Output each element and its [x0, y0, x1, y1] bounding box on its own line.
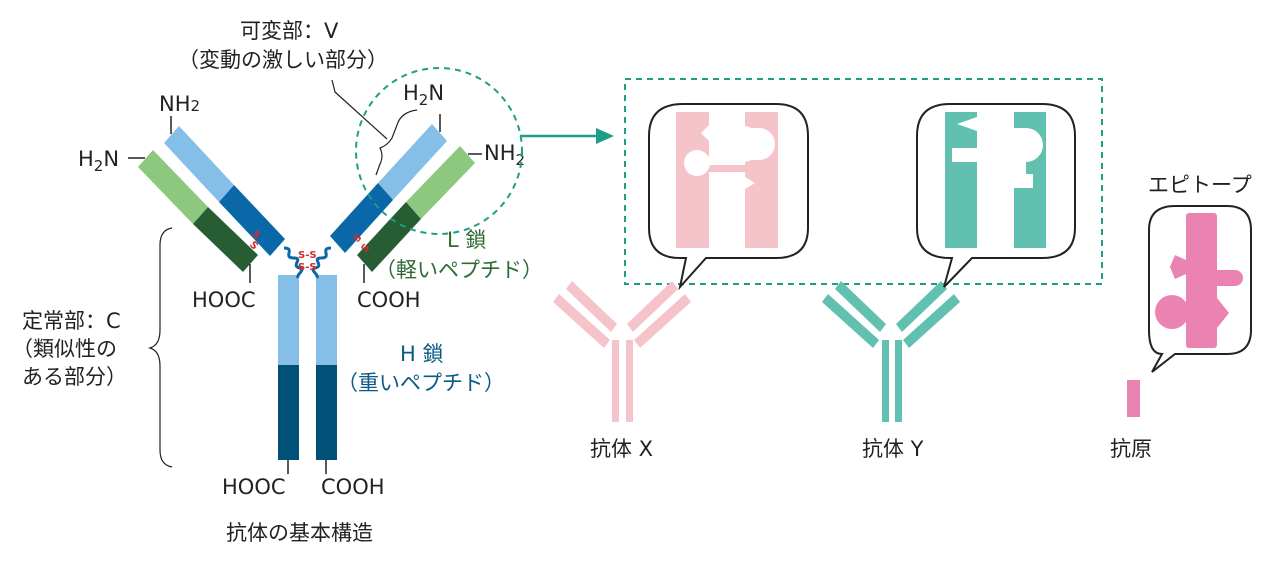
antibody-x: 抗体 X — [553, 103, 809, 461]
epitope-label: エピトープ — [1148, 173, 1252, 197]
constant-region-sub2: ある部分） — [22, 365, 127, 389]
hooc-left-arm: HOOC — [192, 288, 256, 312]
terminal-ticks — [128, 114, 482, 474]
hooc-stem: HOOC — [222, 475, 286, 499]
h-chain-sub: （重いペプチド） — [337, 371, 505, 395]
l-chain-title: L 鎖 — [447, 228, 486, 252]
constant-region-brace — [147, 227, 173, 468]
antigen: エピトープ 抗原 — [1110, 173, 1252, 461]
l-chain-left-variable — [138, 150, 208, 224]
h-chain-left-constant — [219, 185, 285, 256]
variable-region-title: 可変部：V — [240, 19, 339, 43]
h2n-top-right: H2N — [403, 81, 444, 109]
structure-caption: 抗体の基本構造 — [226, 521, 373, 545]
hinge-right — [311, 246, 332, 279]
antibody-y-bubble — [916, 103, 1076, 288]
zoom-arrow — [520, 128, 614, 144]
variable-region-sub: （変動の激しい部分） — [178, 48, 388, 72]
h-chain-left-variable — [164, 126, 234, 202]
hinge-left — [283, 246, 304, 279]
antigen-label: 抗原 — [1110, 437, 1152, 461]
h-chain-stem-left-constant-lower — [278, 365, 299, 460]
cooh-stem: COOH — [321, 475, 385, 499]
l-chain-sub: （軽いペプチド） — [375, 258, 543, 282]
h-chain-stem-left-constant-upper — [278, 275, 299, 365]
antigen-marker — [1127, 380, 1140, 417]
variable-region-highlight — [355, 67, 523, 235]
nh2-top-left: NH2 — [159, 92, 200, 116]
variable-brace — [375, 109, 418, 176]
cooh-right-arm: COOH — [357, 288, 421, 312]
constant-region-title: 定常部：C — [22, 309, 121, 333]
h-chain-stem-right-constant-upper — [316, 275, 337, 365]
l-chain-left-constant — [193, 207, 258, 272]
disulfide-bond-2: S-S — [298, 262, 317, 273]
antibody-y-paratope — [945, 112, 1046, 248]
antibody-x-paratope — [676, 112, 778, 248]
nh2-right: NH2 — [484, 141, 525, 169]
h-chain-title: H 鎖 — [400, 342, 443, 366]
disulfide-bond-1: S-S — [298, 250, 317, 261]
epitope-shape — [1155, 213, 1243, 348]
h-chain-stem-right-constant-lower — [316, 365, 337, 460]
antibody-y: 抗体 Y — [822, 103, 1076, 461]
antibody-x-label: 抗体 X — [590, 437, 653, 461]
h2n-left: H2N — [78, 147, 119, 175]
constant-region-sub1: （類似性の — [12, 337, 117, 361]
h-chain-right-variable — [378, 124, 447, 200]
antibody-structure: S-S S-S S S S S NH2 H2N HOOC COOH HOOC C… — [12, 19, 543, 545]
antibody-y-label: 抗体 Y — [862, 437, 924, 461]
h-chain-right-constant — [330, 183, 393, 253]
l-chain-right-variable — [406, 146, 475, 219]
variable-leader-line — [331, 79, 388, 140]
l-chain-right-constant — [357, 202, 421, 272]
